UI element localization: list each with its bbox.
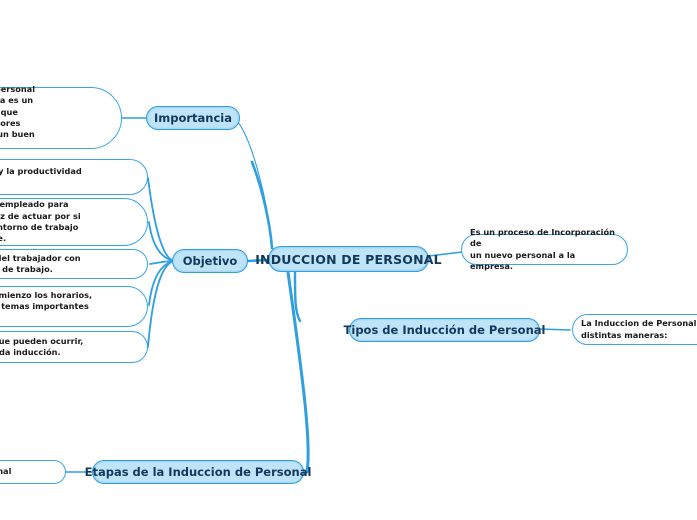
- branch-node-importancia[interactable]: Importancia: [146, 106, 240, 130]
- branch-node-importancia-label: Importancia: [153, 111, 233, 125]
- edge-central-tipos: [293, 270, 302, 323]
- leaf-node-definicion[interactable]: Es un proceso de Incorporación de un nue…: [461, 227, 628, 271]
- edge-central-etapas: [286, 270, 310, 474]
- leaf-node-tipos-detail[interactable]: La Induccion de Personal pu distintas ma…: [572, 314, 697, 345]
- branch-node-tipos-de-induccion[interactable]: Tipos de Inducción de Personal: [344, 318, 545, 342]
- leaf-node-objetivo-detail-4[interactable]: desde un comienzo los horarios, utas y o…: [0, 286, 148, 327]
- leaf-node-objetivo-detail-3[interactable]: ntegración del trabajador con compañeros…: [0, 249, 148, 279]
- leaf-node-importancia-detail-label: upervisar al personal a una empresa es u…: [0, 84, 36, 140]
- central-node-induccion-de-personal[interactable]: INDUCCION DE PERSONAL: [255, 246, 442, 272]
- leaf-node-importancia-detail[interactable]: upervisar al personal a una empresa es u…: [0, 84, 122, 149]
- leaf-node-tipos-detail-label: La Induccion de Personal pu distintas ma…: [581, 318, 697, 340]
- branch-node-etapas-de-la-induccion[interactable]: Etapas de la Induccion de Personal: [85, 460, 311, 484]
- edge-objetivo-sub-2: [148, 221, 175, 262]
- leaf-node-objetivo-detail-2-label: da al nuevo empleado para e y sea capaz …: [0, 199, 81, 244]
- edge-objetivo-sub-4: [148, 260, 175, 306]
- leaf-node-objetivo-detail-5-label: es errores que pueden ocurrir, na inadec…: [0, 335, 84, 357]
- leaf-node-objetivo-detail-5[interactable]: es errores que pueden ocurrir, na inadec…: [0, 331, 148, 363]
- leaf-node-objetivo-detail-3-label: ntegración del trabajador con compañeros…: [0, 252, 81, 274]
- edge-central-importancia: [233, 117, 273, 249]
- central-node-label: INDUCCION DE PERSONAL: [255, 251, 442, 267]
- leaf-node-objetivo-detail-4-label: desde un comienzo los horarios, utas y o…: [0, 289, 93, 311]
- leaf-node-etapas-detail-label: de personal: [0, 466, 12, 477]
- leaf-node-objetivo-detail-2[interactable]: da al nuevo empleado para e y sea capaz …: [0, 198, 148, 246]
- arrow-tipos-detail: [563, 325, 572, 335]
- branch-node-etapas-de-la-induccion-label: Etapas de la Induccion de Personal: [84, 465, 312, 479]
- leaf-node-objetivo-detail-1[interactable]: endimiento y la productividad a: [0, 159, 148, 195]
- branch-node-objetivo-label: Objetivo: [182, 254, 238, 268]
- edge-objetivo-sub-5: [147, 260, 175, 348]
- leaf-node-definicion-label: Es un proceso de Incorporación de un nue…: [470, 226, 615, 271]
- edge-central-importancia-thick: [250, 160, 274, 250]
- leaf-node-etapas-detail[interactable]: de personal: [0, 460, 66, 484]
- branch-node-objetivo[interactable]: Objetivo: [172, 249, 248, 273]
- edge-objetivo-sub-3: [149, 260, 175, 265]
- branch-node-tipos-de-induccion-label: Tipos de Inducción de Personal: [343, 323, 546, 337]
- leaf-node-objetivo-detail-1-label: endimiento y la productividad a: [0, 165, 82, 176]
- edge-objetivo-sub-1: [147, 177, 175, 262]
